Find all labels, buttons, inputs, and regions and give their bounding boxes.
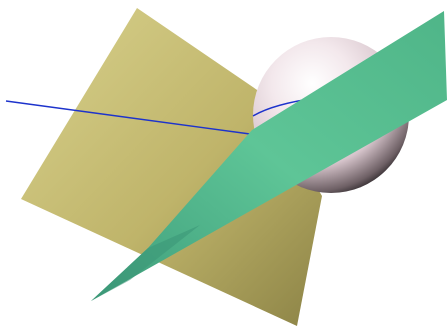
green-plane-shade (91, 225, 200, 301)
green-plane (91, 11, 447, 301)
intersection-line (5, 100, 251, 135)
yellow-plane (21, 8, 322, 326)
